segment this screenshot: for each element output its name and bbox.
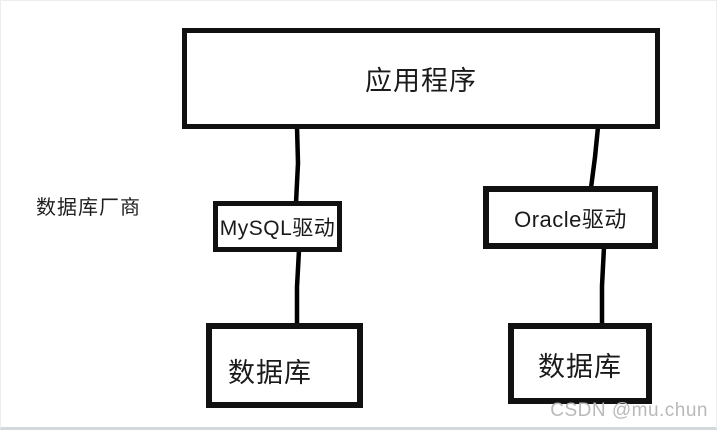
connector-application-to-mysql-driver bbox=[293, 124, 301, 206]
oracle-driver-node: Oracle驱动 bbox=[483, 186, 658, 249]
database-node-left: 数据库 bbox=[206, 323, 363, 408]
application-node-label: 应用程序 bbox=[365, 66, 477, 96]
oracle-driver-node-label: Oracle驱动 bbox=[514, 206, 627, 232]
database-node-right-label: 数据库 bbox=[538, 352, 622, 382]
mysql-driver-node: MySQL驱动 bbox=[213, 201, 342, 252]
database-vendor-label: 数据库厂商 bbox=[36, 197, 141, 219]
database-node-left-label: 数据库 bbox=[228, 358, 312, 388]
application-node: 应用程序 bbox=[182, 28, 660, 129]
csdn-watermark: CSDN @mu.chun bbox=[550, 400, 708, 421]
database-node-right: 数据库 bbox=[508, 323, 652, 404]
connector-oracle-driver-to-database bbox=[599, 244, 607, 328]
connector-application-to-oracle-driver bbox=[588, 124, 601, 191]
mysql-driver-node-label: MySQL驱动 bbox=[219, 216, 336, 240]
connector-mysql-driver-to-database bbox=[294, 247, 302, 328]
